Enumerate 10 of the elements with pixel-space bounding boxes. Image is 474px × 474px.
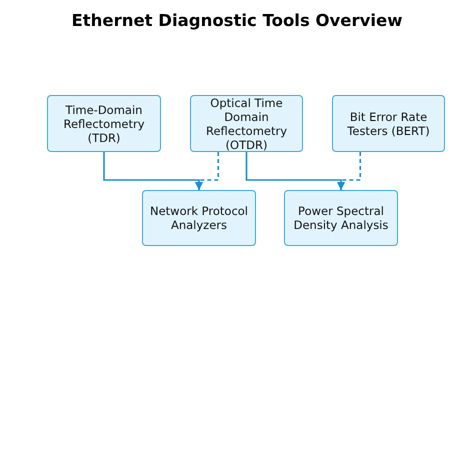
connector-arrow: [337, 152, 362, 190]
tool-box: Optical Time Domain Reflectometry (OTDR): [190, 95, 303, 152]
connector-arrow: [246, 152, 345, 190]
tool-box: Time-Domain Reflectometry (TDR): [47, 95, 161, 152]
connector-arrow: [195, 152, 220, 190]
tool-box: Network Protocol Analyzers: [142, 190, 256, 246]
diagram-title: Ethernet Diagnostic Tools Overview: [70, 11, 404, 30]
tool-box: Power Spectral Density Analysis: [284, 190, 398, 246]
tool-box: Bit Error Rate Testers (BERT): [332, 95, 445, 152]
connector-arrow: [103, 152, 203, 190]
